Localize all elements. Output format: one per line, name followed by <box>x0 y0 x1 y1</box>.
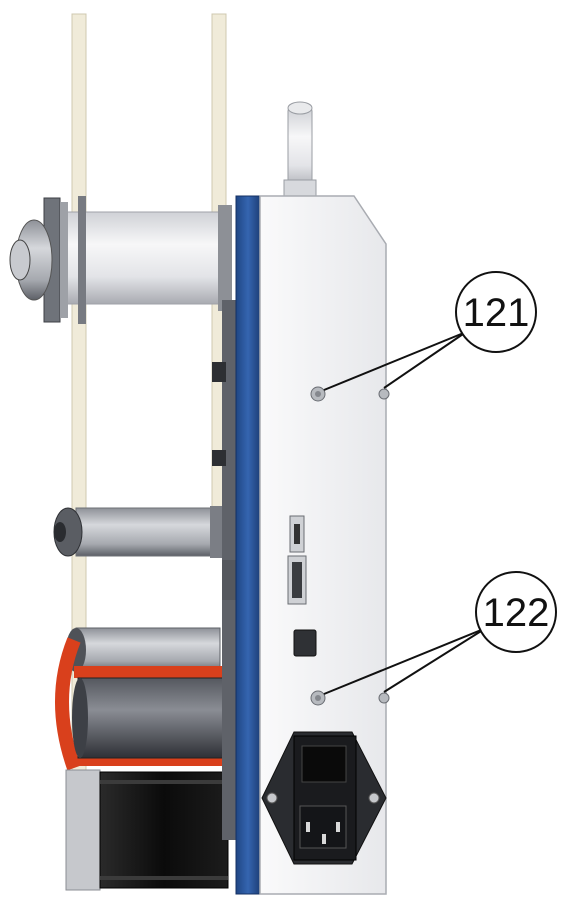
drive-roller <box>72 677 227 759</box>
callout-122: 122 <box>323 571 557 695</box>
blue-side-strip <box>235 195 261 895</box>
callout-label-121: 121 <box>463 291 530 335</box>
stepper-motor <box>65 769 229 891</box>
supply-roller <box>9 196 232 324</box>
top-mounting-post <box>283 101 317 197</box>
usb-port <box>293 629 317 657</box>
mounting-bracket <box>212 300 238 840</box>
power-inlet <box>261 731 387 865</box>
guide-roller-middle <box>53 506 232 558</box>
callout-label-122: 122 <box>483 591 550 635</box>
housing-panel <box>259 195 387 895</box>
screw-121-edge <box>378 388 390 400</box>
data-connector <box>287 515 307 605</box>
screw-122 <box>310 690 326 706</box>
screw-121 <box>310 386 326 402</box>
red-drive-belt <box>55 637 224 771</box>
screw-122-edge <box>378 692 390 704</box>
callout-121: 121 <box>323 271 537 391</box>
guide-roller-lower <box>66 627 221 673</box>
